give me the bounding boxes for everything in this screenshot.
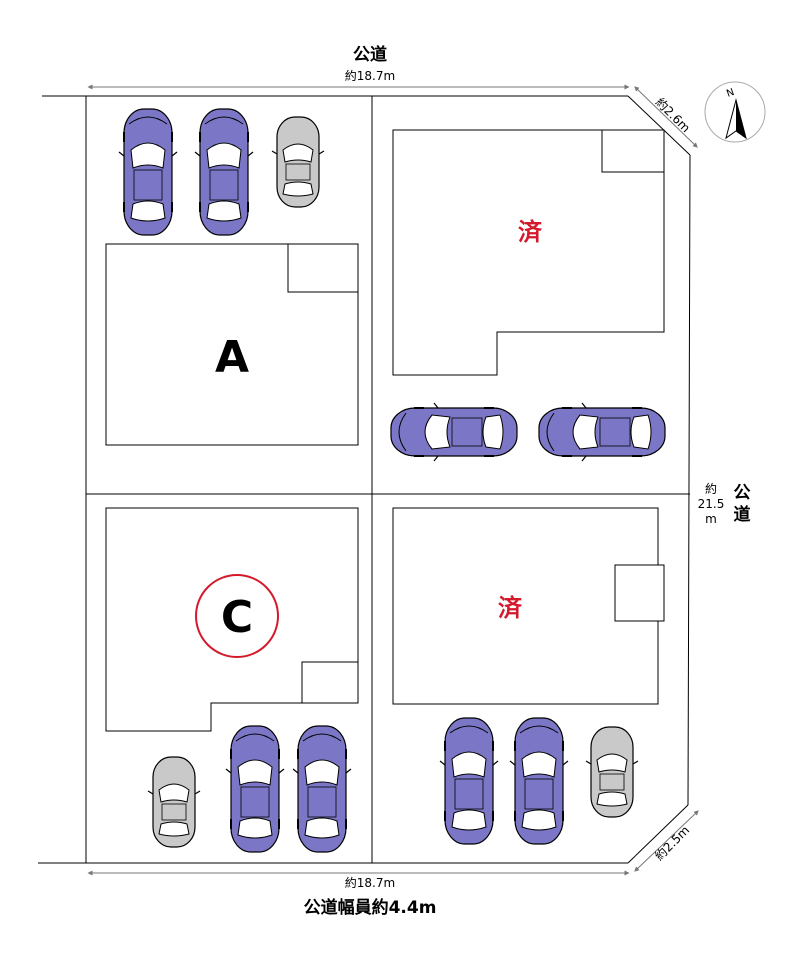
bottom-corner-label: 約2.5m [651,822,692,863]
car-gray-icon [585,726,639,818]
bottom-road-label: 公道幅員約4.4m [304,897,437,918]
dimension-arrows [87,84,699,876]
car-purple-icon [225,725,285,853]
right-road-label-1: 公 [734,483,751,503]
car-purple-icon [390,402,518,462]
cars-lot-a [118,108,325,236]
car-gray-icon [147,756,201,848]
north-label: N [725,87,736,100]
top-width-label: 約18.7m [345,68,395,83]
car-purple-icon [439,717,499,845]
sold-label-top-right: 済 [518,218,543,246]
car-purple-icon [509,717,569,845]
house-top-right [392,129,665,376]
right-length-label-1: 約 [705,481,717,496]
top-corner-label: 約2.6m [653,94,694,135]
lot-c-label: C [221,592,253,643]
house-lot-a [105,243,359,446]
car-purple-icon [194,108,254,236]
car-purple-icon [292,725,352,853]
lot-c-circle [195,574,279,658]
house-bottom-right [392,507,665,705]
car-gray-icon [271,116,325,208]
sold-label-bottom-right: 済 [498,594,523,622]
right-road-label-2: 道 [734,504,751,525]
cars-bottom-right [439,717,639,845]
cars-top-right [390,402,666,462]
top-road-label: 公道 [353,44,387,65]
lot-a-label: A [215,332,249,383]
bottom-width-label: 約18.7m [345,875,395,890]
compass-icon: N [704,81,766,143]
cars-lot-c [147,725,352,853]
car-purple-icon [538,402,666,462]
house-lot-c [105,507,359,732]
right-length-label-2: 21.5 [698,497,725,511]
car-purple-icon [118,108,178,236]
right-length-label-3: m [705,512,717,526]
site-boundary [38,95,691,864]
